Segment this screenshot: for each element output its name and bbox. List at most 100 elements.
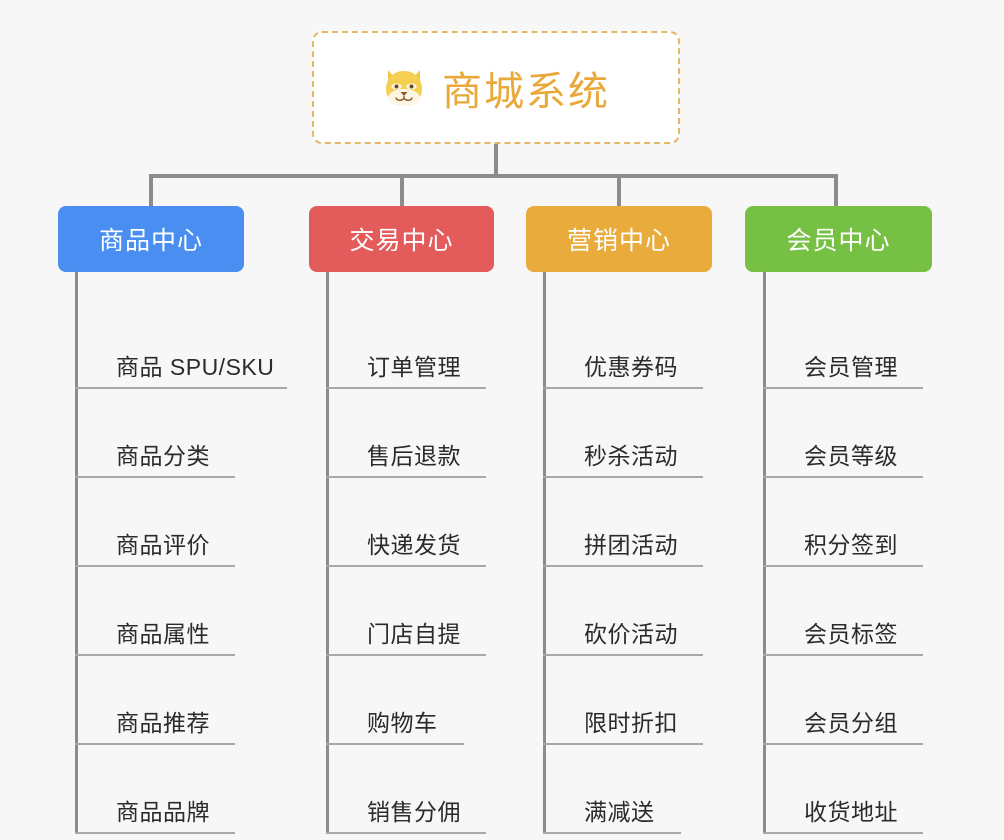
leaf-item[interactable]: 订单管理 [326, 300, 486, 389]
leaf-item[interactable]: 会员等级 [763, 389, 923, 478]
leaf-underline [543, 387, 703, 389]
leaf-label: 商品推荐 [116, 710, 210, 736]
leaf-underline [763, 743, 923, 745]
leaf-underline [75, 832, 235, 834]
branch-header-label: 商品中心 [98, 227, 203, 255]
branch-header-label: 交易中心 [349, 227, 454, 255]
leaf-underline [543, 654, 703, 656]
leaf-item[interactable]: 商品品牌 [75, 745, 274, 834]
connector-leaf-trunk-3 [543, 300, 546, 834]
connector-root-stem [494, 144, 498, 176]
root-node[interactable]: 商城系统 [312, 31, 680, 144]
leaf-item[interactable]: 门店自提 [326, 567, 486, 656]
branch-4: 会员中心 [745, 206, 932, 272]
leaf-item[interactable]: 砍价活动 [543, 567, 703, 656]
branch-3: 营销中心 [526, 206, 712, 272]
leaf-label: 会员标签 [804, 621, 898, 647]
connector-leaf-trunk-2 [326, 300, 329, 834]
leaf-label: 商品属性 [116, 621, 210, 647]
connector-drop-3 [617, 174, 621, 206]
connector-branch-stem-1 [75, 272, 78, 300]
leaf-item[interactable]: 会员管理 [763, 300, 923, 389]
leaf-label: 购物车 [367, 710, 438, 736]
leaf-label: 商品分类 [116, 443, 210, 469]
branch-header-3[interactable]: 营销中心 [526, 206, 712, 272]
leaf-label: 会员等级 [804, 443, 898, 469]
leaf-label: 商品 SPU/SKU [116, 354, 275, 380]
leaf-list-4: 会员管理会员等级积分签到会员标签会员分组收货地址 [763, 300, 923, 834]
leaf-label: 会员分组 [804, 710, 898, 736]
connector-horizontal-bus [149, 174, 838, 178]
leaf-label: 秒杀活动 [584, 443, 678, 469]
leaf-label: 商品品牌 [116, 799, 210, 825]
connector-leaf-trunk-4 [763, 300, 766, 834]
leaf-underline [75, 654, 235, 656]
leaf-underline [75, 743, 235, 745]
branch-2: 交易中心 [309, 206, 494, 272]
branch-header-label: 营销中心 [566, 227, 671, 255]
leaf-label: 优惠券码 [584, 354, 678, 380]
leaf-label: 积分签到 [804, 532, 898, 558]
leaf-underline [763, 832, 923, 834]
leaf-item[interactable]: 商品 SPU/SKU [75, 300, 287, 389]
leaf-item[interactable]: 收货地址 [763, 745, 923, 834]
leaf-item[interactable]: 快递发货 [326, 478, 486, 567]
leaf-item[interactable]: 商品分类 [75, 389, 274, 478]
leaf-item[interactable]: 优惠券码 [543, 300, 703, 389]
leaf-item[interactable]: 商品属性 [75, 567, 274, 656]
leaf-item[interactable]: 会员分组 [763, 656, 923, 745]
root-title: 商城系统 [442, 69, 610, 114]
leaf-item[interactable]: 满减送 [543, 745, 681, 834]
connector-drop-4 [834, 174, 838, 206]
leaf-label: 限时折扣 [584, 710, 678, 736]
leaf-underline [543, 832, 681, 834]
leaf-label: 会员管理 [804, 354, 898, 380]
leaf-underline [326, 387, 486, 389]
leaf-underline [543, 565, 703, 567]
dog-face-icon [382, 65, 428, 111]
leaf-item[interactable]: 积分签到 [763, 478, 923, 567]
leaf-label: 门店自提 [367, 621, 461, 647]
branch-header-label: 会员中心 [786, 227, 891, 255]
leaf-item[interactable]: 销售分佣 [326, 745, 486, 834]
leaf-underline [543, 743, 703, 745]
branch-header-2[interactable]: 交易中心 [309, 206, 494, 272]
leaf-label: 满减送 [584, 799, 655, 825]
leaf-item[interactable]: 商品评价 [75, 478, 274, 567]
leaf-label: 销售分佣 [367, 799, 461, 825]
leaf-item[interactable]: 商品推荐 [75, 656, 274, 745]
connector-leaf-trunk-1 [75, 300, 78, 834]
leaf-underline [326, 654, 486, 656]
leaf-item[interactable]: 拼团活动 [543, 478, 703, 567]
leaf-underline [75, 565, 235, 567]
leaf-item[interactable]: 购物车 [326, 656, 464, 745]
leaf-list-1: 商品 SPU/SKU 商品分类商品评价商品属性商品推荐商品品牌 [75, 300, 287, 834]
leaf-underline [326, 832, 486, 834]
leaf-label: 商品评价 [116, 532, 210, 558]
leaf-underline [763, 654, 923, 656]
leaf-label: 收货地址 [804, 799, 898, 825]
leaf-label: 订单管理 [367, 354, 461, 380]
leaf-underline [326, 743, 464, 745]
branch-header-4[interactable]: 会员中心 [745, 206, 932, 272]
branch-1: 商品中心 [58, 206, 244, 272]
leaf-underline [763, 476, 923, 478]
leaf-item[interactable]: 售后退款 [326, 389, 486, 478]
leaf-item[interactable]: 会员标签 [763, 567, 923, 656]
leaf-underline [75, 476, 235, 478]
leaf-list-3: 优惠券码秒杀活动拼团活动砍价活动限时折扣满减送 [543, 300, 703, 834]
connector-branch-stem-4 [763, 272, 766, 300]
connector-drop-2 [400, 174, 404, 206]
leaf-underline [326, 565, 486, 567]
leaf-underline [763, 565, 923, 567]
leaf-underline [75, 387, 287, 389]
leaf-label: 快递发货 [367, 532, 461, 558]
connector-drop-1 [149, 174, 153, 206]
leaf-item[interactable]: 秒杀活动 [543, 389, 703, 478]
leaf-item[interactable]: 限时折扣 [543, 656, 703, 745]
leaf-underline [763, 387, 923, 389]
connector-branch-stem-2 [326, 272, 329, 300]
branch-header-1[interactable]: 商品中心 [58, 206, 244, 272]
leaf-label: 砍价活动 [584, 621, 678, 647]
